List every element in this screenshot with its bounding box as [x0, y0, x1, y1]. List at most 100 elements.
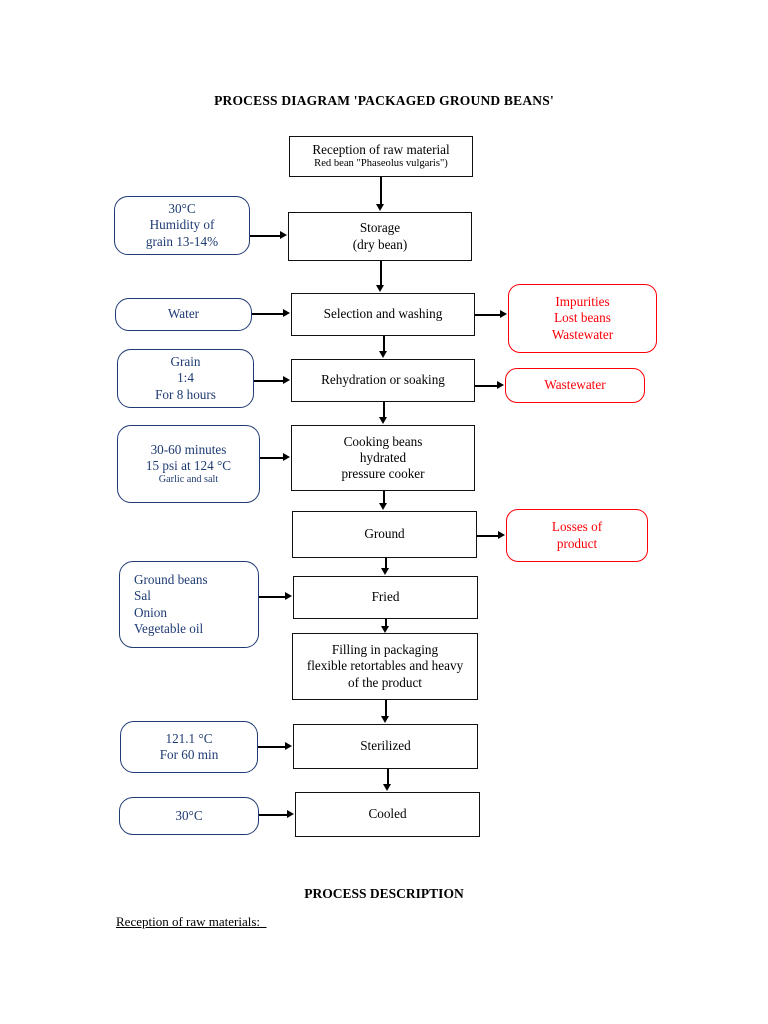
input-box-water-line1: Water — [167, 306, 200, 322]
input-box-cool-conditions: 30°C — [119, 797, 259, 835]
connector-input-water — [252, 313, 283, 315]
process-box-filling-line1: Filling in packaging — [331, 642, 439, 658]
input-box-storage-conditions-line2: Humidity of — [149, 217, 215, 233]
arrow-output-soaking — [497, 381, 504, 389]
connector-input-grain — [254, 380, 283, 382]
output-box-grinding-losses-line2: product — [556, 535, 598, 551]
arrow-input-storage — [280, 231, 287, 239]
connector-selection-rehydration — [383, 336, 385, 351]
input-box-fried-ingredients: Ground beans Sal Onion Vegetable oil — [119, 561, 259, 648]
input-box-storage-conditions: 30°C Humidity of grain 13-14% — [114, 196, 250, 255]
page-title: PROCESS DIAGRAM 'PACKAGED GROUND BEANS' — [214, 93, 554, 108]
process-box-storage-line2: (dry bean) — [352, 236, 408, 252]
process-box-filling-line3: of the product — [348, 674, 422, 690]
arrow-selection-rehydration — [379, 351, 387, 358]
process-box-rehydration-line1: Rehydration or soaking — [321, 372, 445, 388]
arrow-fried-filling — [381, 626, 389, 633]
input-box-grain-ratio-line3: For 8 hours — [155, 386, 216, 402]
process-box-filling: Filling in packaging flexible retortable… — [292, 633, 478, 700]
input-box-sterilize-conditions: 121.1 °C For 60 min — [120, 721, 258, 773]
input-box-grain-ratio: Grain 1:4 For 8 hours — [117, 349, 254, 408]
connector-input-fried — [259, 596, 285, 598]
output-box-washing-waste-line2: Lost beans — [554, 310, 611, 326]
output-box-soaking-waste: Wastewater — [505, 368, 645, 403]
arrow-input-water — [283, 309, 290, 317]
connector-storage-selection — [380, 261, 382, 286]
connector-output-soaking — [475, 385, 497, 387]
process-box-selection-washing: Selection and washing — [291, 293, 475, 336]
connector-input-storage — [250, 235, 280, 237]
output-box-washing-waste-line1: Impurities — [555, 294, 610, 310]
input-box-grain-ratio-line2: 1:4 — [177, 370, 194, 386]
connector-cooking-ground — [383, 491, 385, 504]
input-box-storage-conditions-line1: 30°C — [168, 201, 196, 217]
input-box-fried-ingredients-line2: Sal — [134, 588, 151, 604]
input-box-water: Water — [115, 298, 252, 331]
section-title-process-description: PROCESS DESCRIPTION — [304, 886, 464, 901]
connector-fried-filling — [385, 619, 387, 626]
arrow-output-washing — [500, 310, 507, 318]
arrow-filling-sterilized — [381, 716, 389, 723]
footer-heading-reception: Reception of raw materials: — [116, 914, 267, 929]
process-box-sterilized: Sterilized — [293, 724, 478, 769]
process-box-sterilized-line1: Sterilized — [360, 738, 411, 754]
arrow-sterilized-cooled — [383, 784, 391, 791]
arrow-input-sterilized — [285, 742, 292, 750]
arrow-ground-fried — [381, 568, 389, 575]
connector-filling-sterilized — [385, 700, 387, 716]
input-box-sterilize-conditions-line2: For 60 min — [159, 747, 219, 762]
arrow-reception-storage — [376, 204, 384, 211]
output-box-grinding-losses-line1: Losses of — [551, 519, 603, 535]
process-box-reception-line2: Red bean "Phaseolus vulgaris") — [314, 158, 448, 170]
process-box-filling-line2: flexible retortables and heavy — [306, 658, 464, 674]
input-box-cool-conditions-line1: 30°C — [175, 807, 203, 823]
output-box-washing-waste-line3: Wastewater — [551, 326, 614, 342]
arrow-input-cooled — [287, 810, 294, 818]
process-box-selection-washing-line1: Selection and washing — [323, 306, 443, 322]
process-box-storage-line1: Storage — [359, 220, 401, 236]
process-box-cooking-line3: pressure cooker — [341, 466, 425, 482]
input-box-cooking-conditions: 30-60 minutes 15 psi at 124 °C Garlic an… — [117, 425, 260, 503]
process-box-ground: Ground — [292, 511, 477, 558]
arrow-input-grain — [283, 376, 290, 384]
output-box-grinding-losses: Losses of product — [506, 509, 648, 562]
input-box-fried-ingredients-line3: Onion — [134, 604, 167, 620]
connector-output-washing — [475, 314, 500, 316]
connector-reception-storage — [380, 177, 382, 205]
input-box-cooking-conditions-line1: 30-60 minutes — [150, 441, 227, 457]
input-box-storage-conditions-line3: grain 13-14% — [145, 233, 219, 249]
process-box-cooking-line1: Cooking beans — [343, 433, 423, 449]
input-box-sterilize-conditions-line1: 121.1 °C — [165, 730, 213, 746]
process-box-cooled: Cooled — [295, 792, 480, 837]
process-box-storage: Storage (dry bean) — [288, 212, 472, 261]
process-box-reception: Reception of raw material Red bean "Phas… — [289, 136, 473, 177]
process-box-ground-line1: Ground — [364, 526, 405, 542]
arrow-output-losses — [498, 531, 505, 539]
connector-ground-fried — [385, 558, 387, 569]
arrow-cooking-ground — [379, 503, 387, 510]
process-box-reception-line1: Reception of raw material — [312, 141, 450, 157]
input-box-cooking-conditions-line3: Garlic and salt — [158, 473, 219, 485]
input-box-fried-ingredients-line1: Ground beans — [134, 572, 208, 588]
process-box-cooled-line1: Cooled — [368, 806, 407, 822]
connector-input-cooking — [260, 457, 283, 459]
connector-sterilized-cooled — [387, 769, 389, 784]
process-box-fried: Fried — [293, 576, 478, 619]
process-box-rehydration: Rehydration or soaking — [291, 359, 475, 402]
connector-input-cooled — [259, 814, 287, 816]
input-box-fried-ingredients-line4: Vegetable oil — [134, 620, 204, 636]
output-box-soaking-waste-line1: Wastewater — [544, 377, 606, 393]
process-box-cooking-line2: hydrated — [359, 449, 407, 465]
process-box-fried-line1: Fried — [371, 589, 400, 605]
input-box-cooking-conditions-line2: 15 psi at 124 °C — [145, 457, 232, 473]
process-box-cooking: Cooking beans hydrated pressure cooker — [291, 425, 475, 491]
arrow-rehydration-cooking — [379, 417, 387, 424]
connector-input-sterilized — [258, 746, 285, 748]
connector-output-losses — [477, 535, 498, 537]
arrow-input-fried — [285, 592, 292, 600]
input-box-grain-ratio-line1: Grain — [170, 354, 201, 370]
arrow-storage-selection — [376, 285, 384, 292]
connector-rehydration-cooking — [383, 402, 385, 417]
arrow-input-cooking — [283, 453, 290, 461]
